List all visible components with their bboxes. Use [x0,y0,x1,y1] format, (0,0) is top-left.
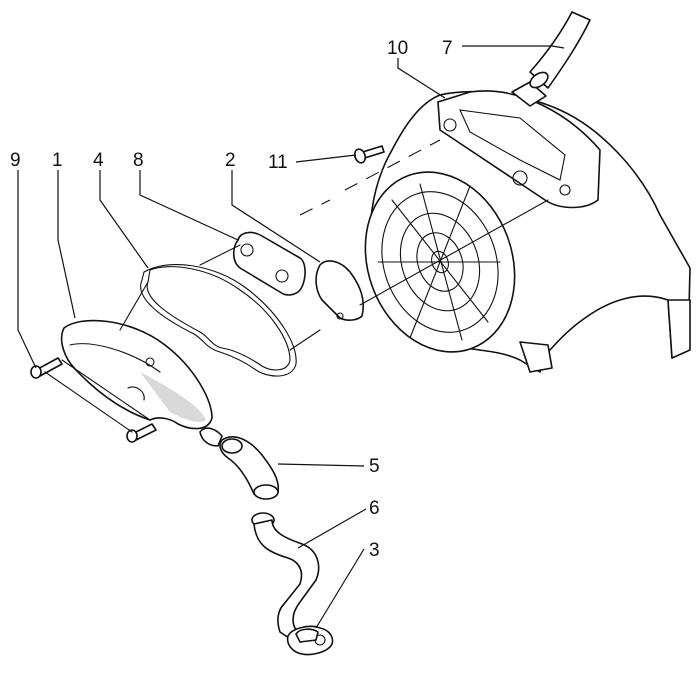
shield-plate [315,260,365,321]
callout-10: 10 [387,38,408,59]
callout-4: 4 [93,150,104,171]
drain-pipe [251,512,320,641]
hose [529,11,591,89]
cover-plate [60,319,213,430]
fan-shroud-housing [364,81,691,373]
grommet-pad [232,231,306,296]
callout-5: 5 [369,456,380,477]
callout-8: 8 [133,150,144,171]
breather-pipe [199,427,280,500]
callout-6: 6 [369,498,380,519]
callout-2: 2 [225,150,236,171]
assembly-guide-lines [44,139,549,433]
screw-9 [30,357,157,443]
callout-labels: 9 1 4 8 2 11 10 7 5 6 3 [10,38,453,561]
callout-7: 7 [442,38,453,59]
callout-11: 11 [268,152,288,173]
screw-11 [353,145,385,164]
flange-gasket [286,625,334,656]
callout-1: 1 [52,150,63,171]
gasket [140,264,297,377]
callout-3: 3 [369,540,380,561]
callout-9: 9 [10,150,21,171]
leader-lines [17,45,565,629]
